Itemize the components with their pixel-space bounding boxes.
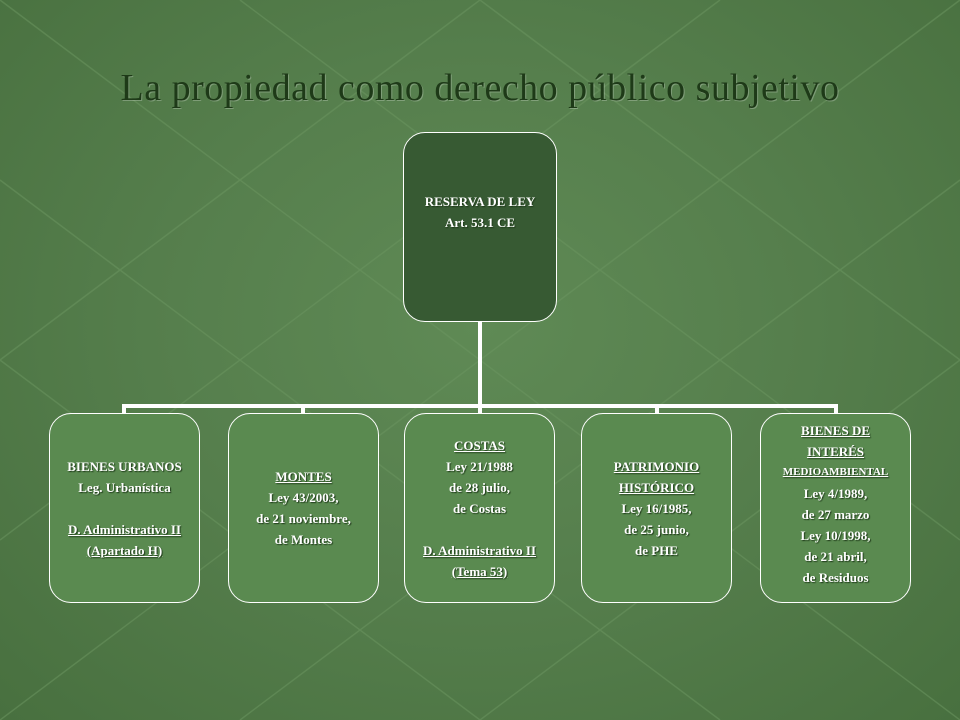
node-line: D. Administrativo II [67,521,182,537]
node-bienes-interes-medioambiental: BIENES DE INTERÉS MEDIOAMBIENTAL Ley 4/1… [760,413,911,603]
node-line: Leg. Urbanística [78,479,171,495]
node-line: de Montes [274,532,333,547]
node-line: (Apartado H) [86,542,163,558]
node-line: de Costas [452,500,507,516]
node-line: de 25 junio, [624,521,689,537]
node-costas: COSTAS Ley 21/1988 de 28 julio, de Costa… [404,413,555,603]
node-line: MONTES [275,469,332,484]
node-line: de 21 noviembre, [256,511,351,526]
node-line: de 21 abril, [804,549,867,564]
node-line: D. Administrativo II [422,542,537,558]
node-line: COSTAS [453,437,506,453]
node-line: Ley 10/1998, [800,528,871,543]
node-line: HISTÓRICO [618,479,695,495]
node-line: BIENES DE [801,423,870,438]
node-line: de 27 marzo [801,507,870,522]
node-line: Ley 21/1988 [446,458,513,474]
root-line-2: Art. 53.1 CE [444,215,516,230]
node-line: de Residuos [802,570,869,585]
node-montes: MONTES Ley 43/2003, de 21 noviembre, de … [228,413,379,603]
node-bienes-urbanos: BIENES URBANOS Leg. Urbanística D. Admin… [49,413,200,603]
node-line: de PHE [635,542,678,558]
node-line: Ley 4/1989, [803,486,868,501]
node-line: MEDIOAMBIENTAL [782,466,889,478]
root-line-1: RESERVA DE LEY [424,194,536,209]
node-patrimonio-historico: PATRIMONIO HISTÓRICO Ley 16/1985, de 25 … [581,413,732,603]
node-line: Ley 16/1985, [621,500,692,516]
root-node-reserva-de-ley: RESERVA DE LEY Art. 53.1 CE [403,132,557,322]
slide-title: La propiedad como derecho público subjet… [120,67,840,109]
node-line: BIENES URBANOS [67,458,182,474]
node-line: (Tema 53) [451,563,508,579]
node-line: de 28 julio, [448,479,511,495]
node-line: INTERÉS [806,444,865,459]
node-line: PATRIMONIO [613,458,700,474]
node-line: Ley 43/2003, [268,490,339,505]
